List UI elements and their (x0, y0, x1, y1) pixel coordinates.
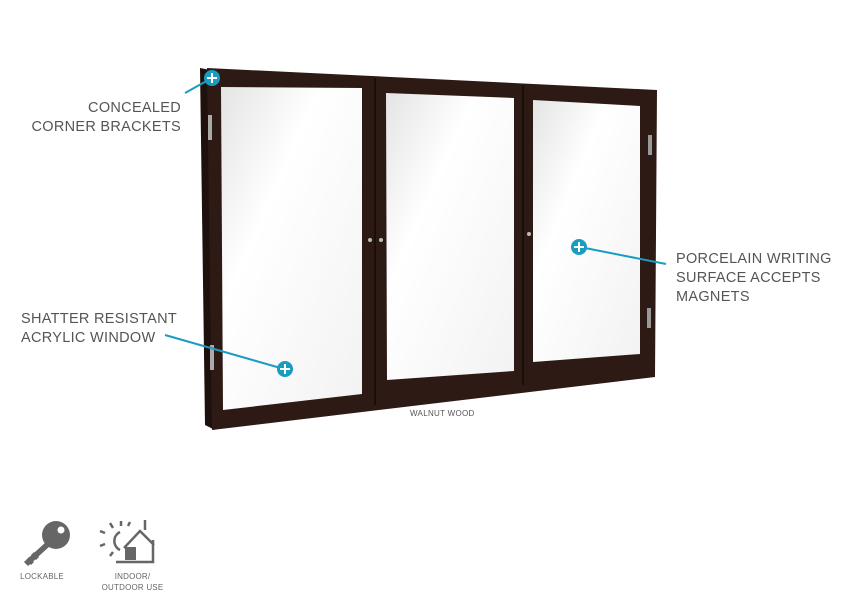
feature-label-indoor-outdoor: INDOOR/ OUTDOOR USE (95, 571, 170, 593)
label-line: INDOOR/ (114, 572, 151, 581)
finish-caption: WALNUT WOOD (410, 409, 475, 418)
callout-text: CORNER BRACKETS (31, 119, 181, 135)
plus-marker[interactable] (204, 70, 220, 86)
left-window (221, 87, 362, 410)
hinge (648, 135, 652, 155)
lock (527, 232, 531, 236)
plus-marker[interactable] (277, 361, 293, 377)
callout-line-surface (579, 246, 667, 265)
callout-line-acrylic (164, 334, 285, 370)
label-line: OUTDOOR USE (101, 583, 164, 592)
house-door (125, 547, 136, 560)
callout-porcelain-surface: PORCELAIN WRITING SURFACE ACCEPTS MAGNET… (676, 250, 832, 307)
key-icon (24, 521, 70, 566)
lock (379, 238, 383, 242)
lock (368, 238, 372, 242)
hinge (210, 345, 214, 370)
hinge (647, 308, 651, 328)
callout-text: SHATTER RESISTANT (21, 311, 178, 327)
callout-text: SURFACE ACCEPTS (676, 270, 821, 286)
callout-acrylic-window: SHATTER RESISTANT ACRYLIC WINDOW (21, 310, 177, 348)
callout-text: PORCELAIN WRITING (676, 251, 832, 267)
callout-text: MAGNETS (676, 289, 750, 305)
hinge (208, 115, 212, 140)
middle-window (386, 93, 514, 380)
feature-label-lockable: LOCKABLE (20, 572, 64, 581)
callout-text: ACRYLIC WINDOW (21, 330, 156, 346)
callout-corner-brackets: CONCEALED CORNER BRACKETS (20, 99, 181, 137)
right-window (533, 100, 640, 362)
indoor-outdoor-icon (99, 520, 155, 564)
plus-marker[interactable] (571, 239, 587, 255)
callout-text: CONCEALED (88, 100, 181, 116)
